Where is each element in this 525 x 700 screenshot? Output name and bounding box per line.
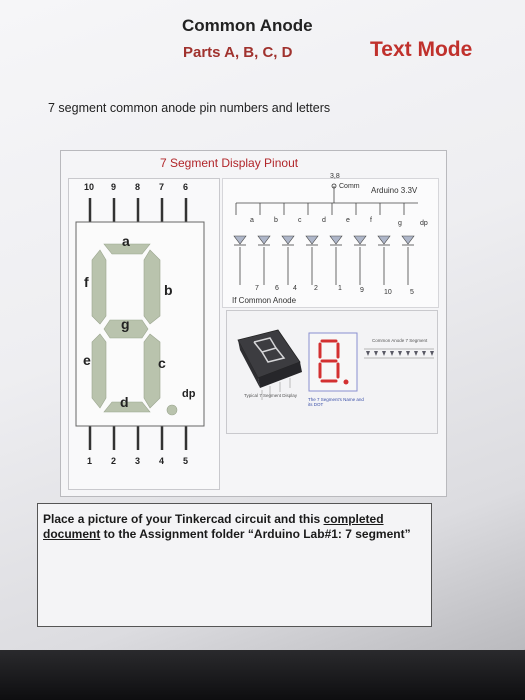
top-pin-6: 6 bbox=[183, 182, 189, 192]
pinout-caption: 7 segment common anode pin numbers and l… bbox=[48, 101, 331, 115]
arduino-supply-label: Arduino 3.3V bbox=[371, 186, 418, 195]
instructions-text: Place a picture of your Tinkercad circui… bbox=[43, 512, 423, 542]
segment-label-dp: dp bbox=[182, 388, 196, 400]
wiring-pin-6: 6 bbox=[275, 285, 279, 292]
wiring-pin-10: 10 bbox=[384, 289, 392, 296]
wiring-pin-5: 5 bbox=[410, 289, 414, 296]
top-pin-7: 7 bbox=[159, 182, 165, 192]
page-subtitle: Parts A, B, C, D bbox=[183, 44, 293, 61]
segment-label-a: a bbox=[122, 233, 130, 249]
wiring-letter-f: f bbox=[370, 217, 372, 224]
top-pin-9: 9 bbox=[111, 182, 117, 192]
bottom-pin-4: 4 bbox=[159, 456, 165, 466]
segment-label-d: d bbox=[120, 394, 129, 410]
wiring-pin-4: 4 bbox=[293, 285, 297, 292]
common-label: Comm bbox=[339, 183, 360, 190]
common-anode-note: If Common Anode bbox=[232, 296, 297, 305]
wiring-pin-9: 9 bbox=[360, 287, 364, 294]
wiring-pin-1: 1 bbox=[338, 285, 342, 292]
page-title: Common Anode bbox=[182, 16, 313, 35]
wiring-letter-g: g bbox=[398, 220, 402, 227]
bottom-pin-5: 5 bbox=[183, 456, 189, 466]
instructions-part1: Place a picture of your Tinkercad circui… bbox=[43, 512, 324, 526]
instructions-part2: to the Assignment folder “Arduino Lab#1:… bbox=[100, 527, 411, 541]
top-pin-10: 10 bbox=[84, 182, 95, 192]
desk-background bbox=[0, 650, 525, 700]
strip-title: Common Anode 7 Segment bbox=[372, 338, 428, 343]
bottom-pin-3: 3 bbox=[135, 456, 141, 466]
wiring-pin-7: 7 bbox=[255, 285, 259, 292]
instructions-document: document bbox=[43, 527, 101, 541]
wiring-letter-a: a bbox=[250, 217, 254, 224]
photo-caption-mid: The 7 Segment's Name and its DOT bbox=[308, 397, 364, 407]
instructions-box bbox=[37, 503, 432, 627]
instructions-completed: completed bbox=[323, 512, 384, 526]
wiring-letter-dp: dp bbox=[420, 220, 428, 227]
top-pin-8: 8 bbox=[135, 182, 141, 192]
wiring-letter-c: c bbox=[298, 217, 302, 224]
text-mode-label: Text Mode bbox=[370, 38, 473, 61]
wiring-diagram bbox=[222, 178, 439, 308]
bottom-pin-2: 2 bbox=[111, 456, 117, 466]
common-pins-label: 3,8 bbox=[330, 173, 340, 180]
segment-label-e: e bbox=[83, 352, 91, 368]
segment-label-c: c bbox=[158, 355, 166, 371]
segment-label-b: b bbox=[164, 282, 173, 298]
wiring-letter-d: d bbox=[322, 217, 326, 224]
photo-caption-left: Typical 7 Segment Display bbox=[244, 393, 298, 398]
segment-label-g: g bbox=[121, 316, 130, 332]
segment-label-f: f bbox=[84, 274, 89, 290]
wiring-letter-b: b bbox=[274, 217, 278, 224]
bottom-pin-1: 1 bbox=[87, 456, 93, 466]
wiring-pin-2: 2 bbox=[314, 285, 318, 292]
wiring-letter-e: e bbox=[346, 217, 350, 224]
figure-title: 7 Segment Display Pinout bbox=[160, 156, 299, 170]
